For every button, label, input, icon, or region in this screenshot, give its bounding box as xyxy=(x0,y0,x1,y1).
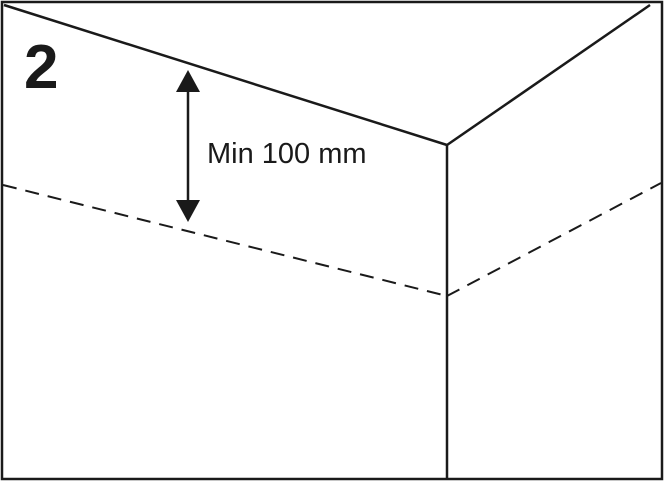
right-ceiling-edge xyxy=(446,3,651,147)
dimension-arrowhead-top xyxy=(176,70,200,92)
dimension-arrowhead-bottom xyxy=(176,200,200,222)
left-clearance-dashed-line xyxy=(2,184,448,297)
right-clearance-dashed-line xyxy=(446,182,662,297)
dimension-label: Min 100 mm xyxy=(207,138,367,170)
dimension-arrow xyxy=(176,70,200,222)
step-number: 2 xyxy=(24,33,58,102)
left-ceiling-edge xyxy=(3,3,448,147)
